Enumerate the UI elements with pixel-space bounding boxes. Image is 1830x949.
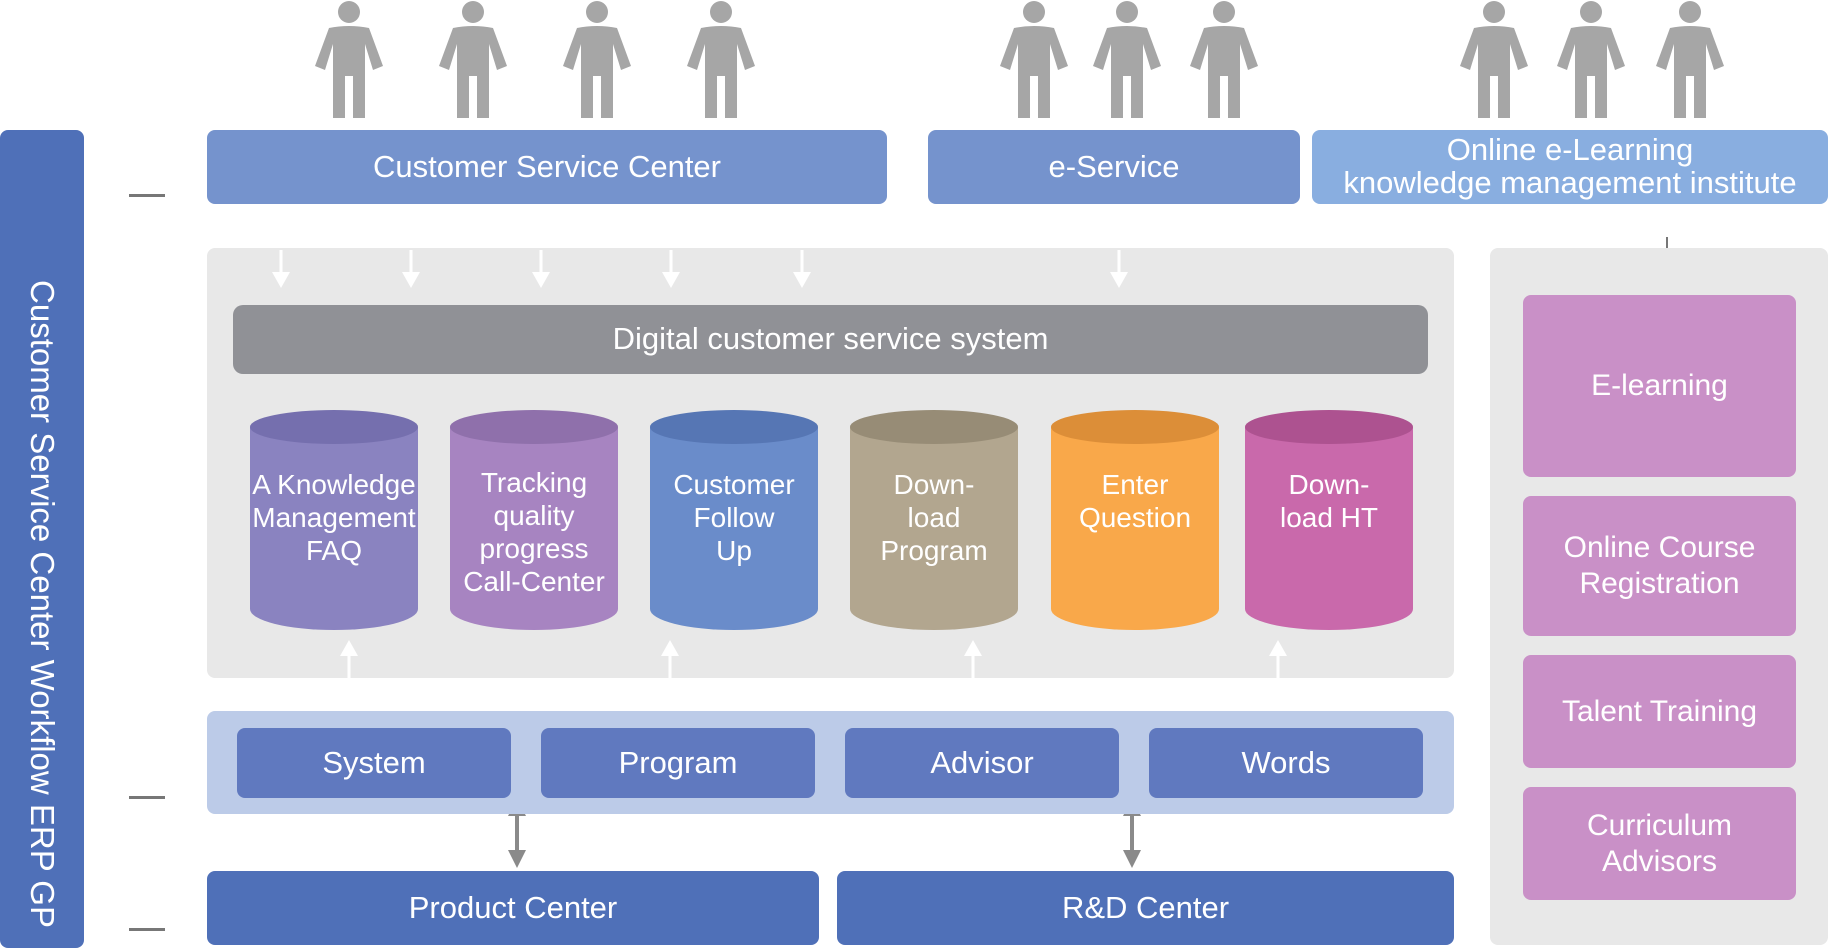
cylinder-6: Down-load HT — [1245, 410, 1413, 630]
cylinder-label-line: Management — [252, 502, 416, 534]
person-icon — [1460, 0, 1528, 120]
cylinder-label-line: Question — [1078, 502, 1192, 534]
cylinder-label-line: quality — [493, 500, 575, 532]
e-learning-label: E-learning — [1591, 369, 1728, 402]
level-tick — [129, 194, 165, 197]
module-label: System — [322, 744, 426, 780]
module-words: Words — [1149, 728, 1423, 798]
online-course-label-line1: Online Course — [1563, 531, 1756, 564]
digital-customer-service-label: Digital customer service system — [612, 321, 1049, 357]
elearning-label-line1: Online e-Learning — [1446, 132, 1694, 168]
person-icon — [1093, 0, 1161, 120]
module-label: Program — [618, 744, 738, 780]
product-center-bar: Product Center — [207, 871, 819, 945]
product-center-label: Product Center — [408, 889, 618, 925]
cylinder-label-line: Enter — [1101, 469, 1169, 500]
e-learning-box: E-learning — [1523, 295, 1796, 477]
curriculum-advisors-box: Curriculum Advisors — [1523, 787, 1796, 900]
arrow-down-icon — [272, 250, 290, 288]
cylinder-label-line: Down- — [893, 469, 975, 500]
arrow-down-icon — [793, 250, 811, 288]
person-icon — [1000, 0, 1068, 120]
module-system: System — [237, 728, 511, 798]
e-service-bar: e-Service — [928, 130, 1300, 204]
level-tick — [129, 796, 165, 799]
curriculum-advisors-label-line2: Advisors — [1601, 844, 1718, 878]
e-service-label: e-Service — [1048, 148, 1180, 184]
cylinder-label-line: FAQ — [305, 535, 362, 567]
curriculum-advisors-label-line1: Curriculum — [1586, 808, 1733, 842]
connector-tick — [1666, 237, 1668, 251]
cylinder-label-line: A Knowledge — [252, 469, 416, 500]
person-icon — [315, 0, 383, 120]
arrow-up-icon — [661, 640, 679, 710]
module-label: Words — [1241, 744, 1331, 780]
workflow-sidebar: Customer Service Center Workflow ERP GP — [0, 130, 84, 948]
arrow-up-icon — [340, 640, 358, 710]
person-icon — [563, 0, 631, 120]
talent-training-label: Talent Training — [1561, 694, 1758, 728]
level-tick — [129, 928, 165, 931]
cylinder-label-line: progress — [479, 533, 589, 565]
module-advisor: Advisor — [845, 728, 1119, 798]
cylinder-label: Down-load HT — [1245, 468, 1413, 534]
cylinder-label-line: Down- — [1288, 469, 1370, 500]
rd-center-label: R&D Center — [1061, 889, 1230, 925]
online-course-registration-box: Online Course Registration — [1523, 496, 1796, 636]
cylinder-label-line: load HT — [1279, 502, 1379, 534]
cylinder-label-line: Tracking — [480, 467, 588, 498]
person-icon — [687, 0, 755, 120]
module-program: Program — [541, 728, 815, 798]
arrow-up-icon — [1269, 640, 1287, 710]
elearning-institute-bar: Online e-Learning knowledge management i… — [1312, 130, 1828, 204]
arrow-down-icon — [402, 250, 420, 288]
online-course-label-line2: Registration — [1579, 567, 1740, 600]
customer-service-center-bar: Customer Service Center — [207, 130, 887, 204]
person-icon — [1190, 0, 1258, 120]
arrow-down-icon — [1110, 250, 1128, 288]
person-icon — [1656, 0, 1724, 120]
elearning-label-line2: knowledge management institute — [1343, 165, 1797, 200]
cylinder-label-line: Up — [716, 535, 752, 567]
person-icon — [439, 0, 507, 120]
arrow-down-icon — [532, 250, 550, 288]
module-label: Advisor — [930, 744, 1034, 780]
rd-center-bar: R&D Center — [837, 871, 1454, 945]
customer-service-center-label: Customer Service Center — [372, 148, 721, 184]
cylinder-label-line: Customer — [673, 469, 795, 500]
digital-customer-service-bar: Digital customer service system — [233, 305, 1428, 374]
person-icon — [1557, 0, 1625, 120]
cylinder-label-line: Follow — [693, 502, 775, 534]
talent-training-box: Talent Training — [1523, 655, 1796, 768]
cylinder-label-line: Program — [880, 535, 988, 567]
arrow-up-icon — [964, 640, 982, 710]
cylinder-label-line: Call-Center — [463, 566, 605, 598]
cylinder-label-line: load — [907, 502, 961, 534]
arrow-down-icon — [662, 250, 680, 288]
